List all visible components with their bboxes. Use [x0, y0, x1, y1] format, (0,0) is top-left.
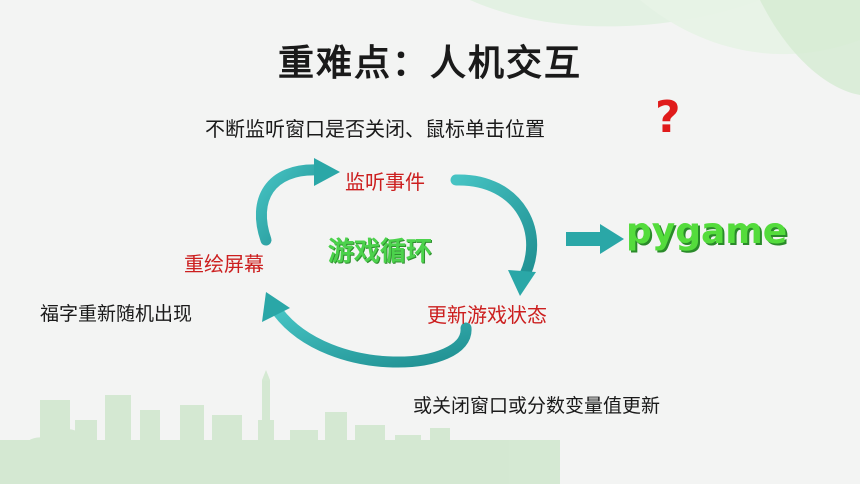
node-listen-events: 监听事件 — [345, 170, 425, 194]
pygame-label: pygame — [626, 211, 788, 252]
arrow-update-to-redraw — [262, 292, 472, 368]
arrow-to-pygame — [566, 224, 624, 254]
node-update-game-state: 更新游戏状态 — [427, 303, 547, 327]
game-loop-label: 游戏循环 — [328, 237, 433, 267]
arrow-listen-to-update — [450, 174, 537, 296]
node-redraw-screen: 重绘屏幕 — [184, 252, 264, 276]
note-bottom: 或关闭窗口或分数变量值更新 — [413, 395, 661, 417]
right-corner-decoration — [760, 0, 860, 95]
note-left: 福字重新随机出现 — [40, 303, 193, 325]
city-skyline — [0, 370, 560, 484]
question-text: 不断监听窗口是否关闭、鼠标单击位置 — [205, 117, 545, 141]
question-mark-icon: ? — [655, 92, 681, 143]
page-title: 重难点：人机交互 — [277, 43, 582, 84]
arrow-redraw-to-listen — [255, 158, 340, 246]
